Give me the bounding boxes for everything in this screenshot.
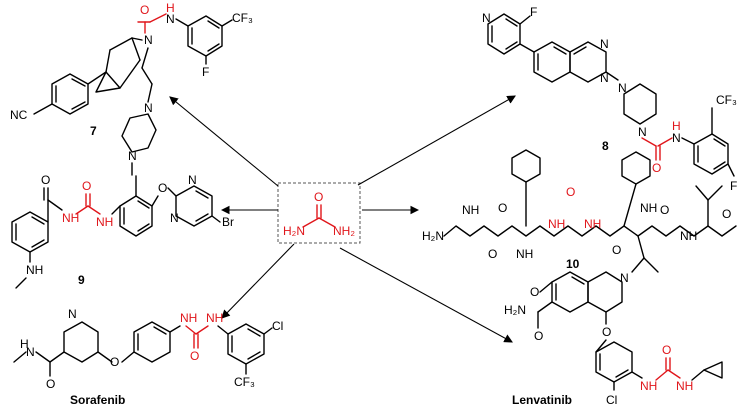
c10-o-1: O <box>488 247 497 261</box>
reaction-arrows <box>169 95 516 343</box>
arrow-to-8 <box>357 95 516 186</box>
sorafenib-urea-nh-1: NH <box>180 311 197 325</box>
sorafenib-chloro: Cl <box>272 319 283 333</box>
c9-nhme: NH <box>26 263 43 277</box>
c8-quinazoline-n1: N <box>600 71 609 85</box>
c8-quinazoline-n3: N <box>600 37 609 51</box>
center-urea-oxygen: O <box>314 190 323 204</box>
compound-lenvatinib: O N H₂N O O Cl NH O NH Lenvatinib <box>504 271 723 407</box>
compound-7-label: 7 <box>90 124 97 138</box>
c10-o-2: O <box>498 201 507 215</box>
c9-pyrimidine-n3: N <box>170 211 179 225</box>
c7-urea-oxygen: O <box>140 3 149 17</box>
sorafenib-urea-o: O <box>190 349 199 363</box>
c10-nh-1: NH <box>462 203 479 217</box>
c9-nh-1: NH <box>62 211 79 225</box>
compound-7: NC N O H N CF₃ F N N 7 <box>10 1 253 176</box>
c8-pyridine-n: N <box>482 11 491 25</box>
sorafenib-pyridine-n: N <box>68 307 77 321</box>
c7-urea-nh-h: H <box>166 1 175 15</box>
c10-ester-o: O <box>722 207 731 221</box>
compound-9: O NH O NH O N N Br NH 9 <box>11 173 234 289</box>
center-urea-right-amine: NH₂ <box>333 224 355 238</box>
c9-nh-2: NH <box>96 215 113 229</box>
lenvatinib-amide-o: O <box>534 329 543 343</box>
sorafenib-urea-nh-2: NH <box>206 311 223 325</box>
c8-urea-nh-n: N <box>672 131 681 145</box>
compound-8: N F N N N N O H N CF₃ F 8 <box>482 5 737 193</box>
lenvatinib-urea-o: O <box>662 343 671 357</box>
lenvatinib-chloro: Cl <box>606 393 617 407</box>
c10-nh-4: NH <box>680 229 697 243</box>
arrow-to-sorafenib <box>221 243 295 319</box>
sorafenib-cf3: CF₃ <box>234 375 255 389</box>
c8-cf3: CF₃ <box>716 93 737 107</box>
c10-nh-3: NH <box>640 201 657 215</box>
lenvatinib-quinoline-n: N <box>620 271 629 285</box>
c10-urea-nh-1: NH <box>548 217 565 231</box>
arrow-to-7 <box>169 96 279 187</box>
c10-o-3: O <box>612 243 621 257</box>
c7-nitrile: NC <box>10 108 28 122</box>
sorafenib-label: Sorafenib <box>70 393 125 407</box>
c7-piperazine-n1: N <box>144 101 153 115</box>
c10-urea-oxygen: O <box>566 185 575 199</box>
c10-nh-2: NH <box>516 247 533 261</box>
c7-fluoro: F <box>202 65 209 79</box>
c7-urea-n: N <box>144 33 153 47</box>
lenvatinib-label: Lenvatinib <box>512 393 572 407</box>
lenvatinib-urea-nh-2: NH <box>676 379 693 393</box>
c8-urea-nh-h: H <box>672 119 681 133</box>
c8-piperazine-n4: N <box>638 125 647 139</box>
c9-amide-oxygen: O <box>41 173 50 187</box>
compound-10-label: 10 <box>566 257 580 271</box>
sorafenib-amide-o: O <box>46 377 55 391</box>
compound-8-label: 8 <box>602 139 609 153</box>
c10-amine: H₂N <box>422 229 444 243</box>
sorafenib-ether-o: O <box>110 355 119 369</box>
c8-piperazine-n1: N <box>618 81 627 95</box>
compound-9-label: 9 <box>78 273 85 287</box>
c10-urea-nh-2: NH <box>584 217 601 231</box>
compound-10: H₂N NH O NH O NH O NH O NH O NH O 10 <box>422 149 737 273</box>
lenvatinib-methoxy-o: O <box>530 285 539 299</box>
lenvatinib-urea-nh-1: NH <box>640 379 657 393</box>
c7-piperazine-n4: N <box>128 149 137 163</box>
compound-sorafenib: H N O N O NH O NH Cl CF₃ Sorafenib <box>13 307 283 407</box>
sorafenib-nh-methyl: H <box>20 337 29 351</box>
sorafenib-amide-n: N <box>26 345 35 359</box>
c7-cf3: CF₃ <box>232 11 253 25</box>
center-dashed-box <box>277 182 361 244</box>
c8-urea-oxygen: O <box>652 161 661 175</box>
arrow-to-lenvatinib <box>339 247 513 343</box>
lenvatinib-amide-nh2: H₂N <box>504 303 526 317</box>
lenvatinib-ether-o: O <box>602 325 611 339</box>
c9-ether-oxygen: O <box>158 181 167 195</box>
c10-o-4: O <box>660 203 669 217</box>
c7-urea-nh-n: N <box>166 12 175 26</box>
center-urea: O H₂N NH₂ <box>277 182 361 244</box>
c9-urea-oxygen: O <box>82 179 91 193</box>
c9-pyrimidine-n1: N <box>188 173 197 187</box>
c8-fluoro: F <box>530 5 537 19</box>
center-urea-left-amine: H₂N <box>283 224 305 238</box>
c9-bromo: Br <box>222 215 234 229</box>
c8-fluoro-2: F <box>730 179 737 193</box>
